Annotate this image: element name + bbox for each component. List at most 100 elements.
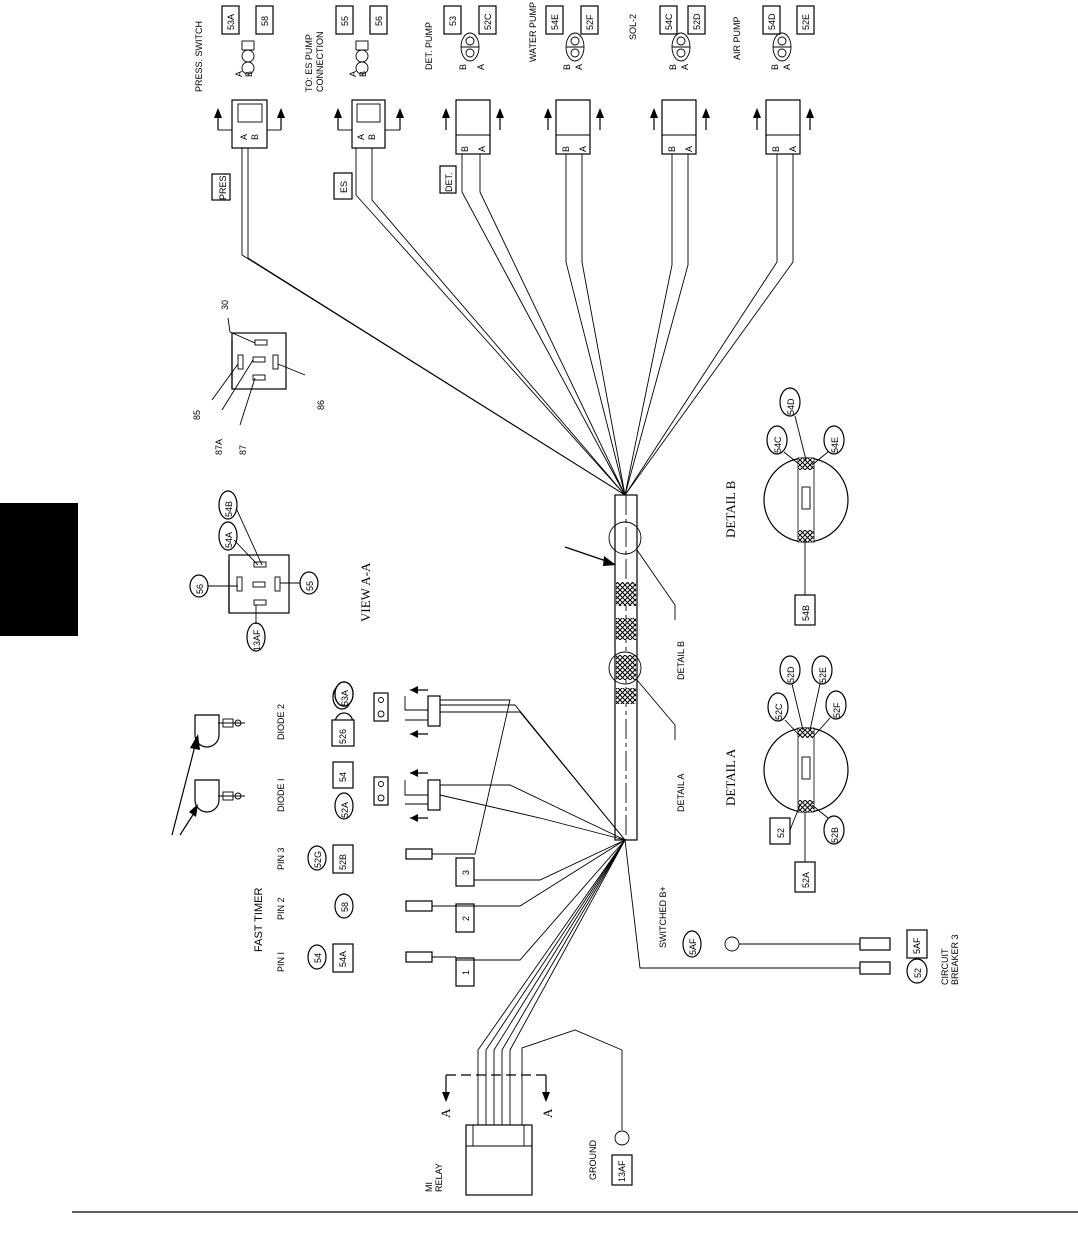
svg-text:2: 2 — [461, 916, 471, 921]
svg-text:1: 1 — [461, 970, 471, 975]
lower-harness-wires — [439, 699, 860, 1130]
svg-text:52B: 52B — [338, 854, 348, 870]
svg-text:A: A — [680, 64, 690, 70]
svg-text:54D: 54D — [786, 398, 796, 415]
circuit-label: CIRCUIT — [940, 948, 950, 985]
svg-text:54B: 54B — [801, 605, 811, 621]
svg-text:B: B — [668, 64, 678, 70]
harness-trunk: DETAIL B DETAIL A — [564, 494, 686, 841]
connector-labels: PRESS. SWITCH TO: ES PUMP CONNECTION DET… — [194, 2, 742, 92]
water-plug: B A — [544, 99, 604, 155]
svg-text:A: A — [348, 71, 358, 77]
svg-text:A: A — [477, 146, 487, 152]
det-plug-label: DET. — [444, 172, 454, 192]
svg-text:54B: 54B — [224, 501, 234, 517]
tag-52e: 52E — [801, 14, 811, 30]
svg-text:52G: 52G — [313, 851, 323, 868]
es-plug-label: ES — [339, 181, 349, 193]
fast-timer-title: FAST TIMER — [253, 888, 265, 952]
mi-relay: A A MI RELAY GROUND 13AF — [424, 1074, 633, 1196]
svg-text:54A: 54A — [224, 532, 234, 548]
svg-text:A: A — [788, 146, 798, 152]
svg-text:52D: 52D — [786, 666, 796, 683]
air-pump-symbol: B A — [770, 32, 792, 70]
detail-b-title: DETAIL B — [723, 480, 738, 538]
svg-text:A: A — [476, 64, 486, 70]
fast-timer: FAST TIMER PIN I PIN 2 PIN 3 54 54A 58 5… — [253, 844, 475, 987]
svg-text:B: B — [250, 134, 260, 140]
svg-text:A: A — [356, 134, 366, 140]
svg-text:52A: 52A — [801, 872, 811, 888]
upper-harness-wires — [241, 148, 794, 496]
detail-b-callout: DETAIL B — [676, 641, 686, 680]
power-feed: SWITCHED B+ 5AF 5AF 52 CIRCUIT BREAKER 3 — [658, 886, 960, 985]
trunk-hatching — [616, 582, 636, 704]
switched-b-label: SWITCHED B+ — [658, 886, 668, 948]
tag-56: 56 — [374, 16, 384, 26]
sol2-symbol: B A — [668, 32, 691, 70]
tag-54d: 54D — [767, 13, 777, 30]
tag-53a: 53A — [226, 14, 236, 30]
relay-socket: 30 85 87A 87 86 — [192, 300, 326, 455]
tag-54e: 54E — [550, 14, 560, 30]
svg-text:5AF: 5AF — [688, 938, 698, 955]
pin-87: 87 — [238, 445, 248, 455]
svg-text:52F: 52F — [832, 702, 842, 718]
mi-label: MI — [424, 1182, 434, 1192]
svg-text:B: B — [771, 146, 781, 152]
svg-text:A: A — [239, 134, 249, 140]
svg-text:52C: 52C — [774, 703, 784, 720]
es-pump-symbol: A B — [348, 40, 369, 77]
svg-text:A: A — [438, 1108, 453, 1118]
press-switch-label: PRESS. SWITCH — [194, 21, 204, 92]
svg-text:52: 52 — [776, 828, 786, 838]
view-aa-title: VIEW A-A — [358, 562, 373, 622]
water-pump-symbol: B A — [562, 32, 585, 70]
svg-text:54: 54 — [313, 953, 323, 963]
tag-58: 58 — [260, 16, 270, 26]
pin3-label: PIN 3 — [276, 847, 286, 870]
diode2-label: DIODE 2 — [276, 704, 286, 740]
svg-text:A: A — [540, 1108, 555, 1118]
svg-text:52B: 52B — [830, 827, 840, 843]
svg-text:13AF: 13AF — [252, 629, 262, 651]
svg-text:13AF: 13AF — [617, 1160, 627, 1182]
detail-a: DETAIL A 52C 52D 52E 52F 52B 52 52A — [723, 655, 849, 893]
pres-plug-label: PRES. — [218, 173, 228, 200]
tag-52d: 52D — [692, 13, 702, 30]
det-pump-label: DET. PUMP — [424, 22, 434, 70]
tag-55: 55 — [340, 16, 350, 26]
det-pump-symbol: B A — [458, 32, 486, 70]
diodes: DIODE 2 DIODE I — [171, 704, 286, 836]
es-pump-label-2: CONNECTION — [315, 32, 325, 93]
sol2-plug: B A — [650, 99, 710, 155]
es-pump-label-1: TO: ES PUMP — [304, 34, 314, 92]
svg-text:B: B — [458, 64, 468, 70]
pin-85: 85 — [192, 410, 202, 420]
svg-text:B: B — [667, 146, 677, 152]
diode-tag-54: 54 — [338, 772, 348, 782]
pin-87a: 87A — [214, 439, 224, 455]
pin1-label: PIN I — [276, 952, 286, 972]
svg-text:54C: 54C — [773, 436, 783, 453]
connector-symbols: A B A B B A B A B A — [234, 32, 792, 77]
svg-text:A: A — [684, 146, 694, 152]
es-plug: A B ES — [333, 99, 404, 200]
relay-label: RELAY — [434, 1163, 444, 1192]
svg-text:B: B — [562, 64, 572, 70]
svg-text:A: A — [578, 146, 588, 152]
diode-tag-526: 526 — [338, 729, 348, 744]
tag-53: 53 — [448, 16, 458, 26]
svg-text:58: 58 — [340, 902, 350, 912]
view-aa: 54A 54B 56 55 13AF VIEW A-A — [189, 490, 373, 652]
detail-a-callout: DETAIL A — [676, 773, 686, 812]
diode1-label: DIODE I — [276, 778, 286, 812]
air-pump-label: AIR PUMP — [732, 16, 742, 60]
svg-text:5AF: 5AF — [912, 937, 922, 954]
svg-text:56: 56 — [195, 584, 205, 594]
svg-text:54A: 54A — [338, 951, 348, 967]
svg-text:54E: 54E — [830, 437, 840, 453]
svg-text:B: B — [770, 64, 780, 70]
tag-52f: 52F — [585, 14, 595, 30]
pin2-label: PIN 2 — [276, 897, 286, 920]
